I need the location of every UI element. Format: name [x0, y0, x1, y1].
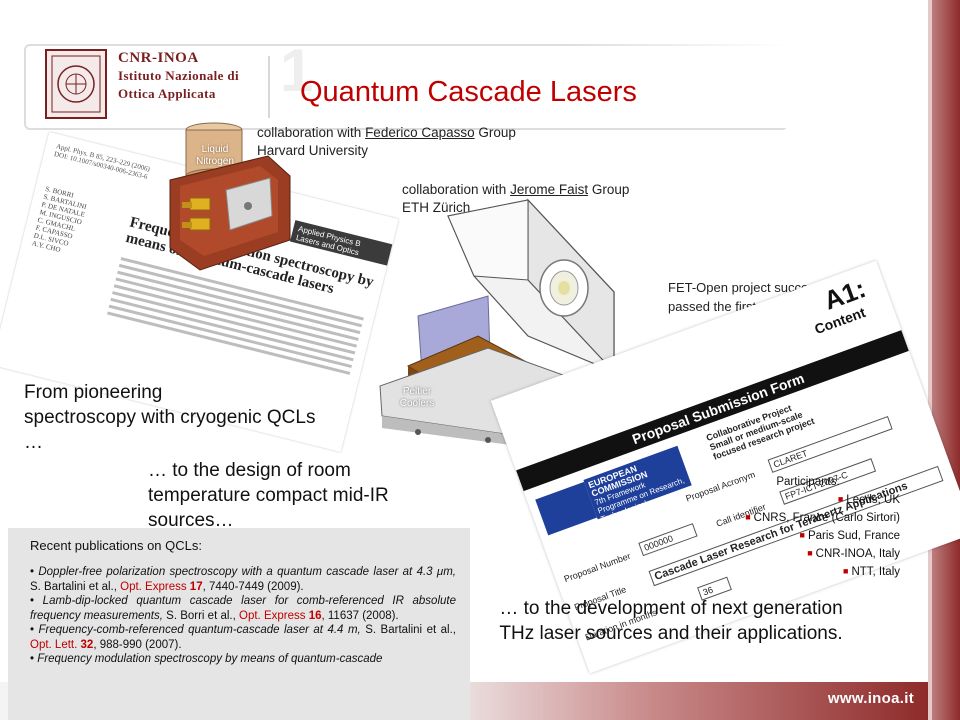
cryostat-illustration [169, 122, 291, 271]
participant-item: ■NTT, Italy [716, 563, 900, 581]
pub-journal[interactable]: Opt. Lett. [30, 638, 78, 651]
publication-item: • Doppler-free polarization spectroscopy… [30, 566, 456, 593]
participant-name: Paris Sud, France [807, 530, 900, 542]
collab-eth-institution: ETH Zürich [402, 200, 471, 215]
participants-list: Participants: ■Leeds, UK ■CNRS, France (… [716, 474, 900, 581]
room-temp-line-2: temperature compact mid-IR [148, 485, 389, 506]
pioneering-line-1: From pioneering [24, 382, 163, 403]
bullet-icon: ■ [807, 548, 813, 558]
header-fade [560, 44, 790, 128]
header-divider [268, 56, 270, 118]
participant-item: ■CNRS, France (Carlo Sirtori) [716, 509, 900, 527]
pub-title: Lamb-dip-locked quantum cascade laser fo… [30, 595, 456, 622]
slide-number: 1 [280, 37, 314, 104]
publication-item: • Lamb-dip-locked quantum cascade laser … [30, 595, 456, 622]
collab-harvard-link[interactable]: Federico Capasso [365, 125, 475, 140]
collab-eth-link[interactable]: Jerome Faist [510, 182, 589, 197]
pub-title: Frequency modulation spectroscopy by mea… [37, 653, 383, 665]
logo-line-2: Ottica Applicata [118, 86, 216, 101]
page-title: Quantum Cascade Lasers [300, 76, 637, 108]
bullet-icon: ■ [745, 512, 751, 522]
participants-header: Participants: [776, 476, 840, 488]
pub-pages: , 988-990 (2007). [93, 638, 182, 651]
pioneering-text: From pioneering spectroscopy with cryoge… [24, 380, 315, 455]
publications-box: Recent publications on QCLs: • Doppler-f… [8, 528, 470, 720]
number-label: Proposal Number [562, 550, 632, 585]
participant-item: ■Paris Sud, France [716, 527, 900, 545]
collab-prefix: collaboration with [402, 182, 511, 197]
participant-name: CNRS, France (Carlo Sirtori) [753, 512, 900, 524]
qcl-housing-illustration [379, 198, 615, 446]
pub-pages: , 11637 (2008). [321, 609, 399, 622]
pub-title: Doppler-free polarization spectroscopy w… [38, 566, 456, 578]
collab-harvard-institution: Harvard University [257, 143, 369, 158]
publication-item: • Frequency modulation spectroscopy by m… [30, 653, 383, 665]
inoa-seal-logo [45, 49, 107, 119]
pub-journal[interactable]: Opt. Express [120, 580, 187, 593]
collab-harvard: collaboration with Federico Capasso Grou… [257, 124, 516, 160]
collab-prefix: collaboration with [257, 125, 366, 140]
participant-name: Leeds, UK [846, 494, 900, 506]
collab-eth: collaboration with Jerome Faist Group ET… [402, 181, 629, 217]
bullet-icon: ■ [843, 566, 849, 576]
bullet-icon: ■ [837, 494, 844, 504]
collab-suffix: Group [588, 182, 630, 197]
cryostat-label: Liquid Nitrogen [196, 144, 234, 167]
room-temperature-text: … to the design of room temperature comp… [148, 458, 389, 533]
peltier-label: Peltier Coolers [399, 386, 435, 409]
pub-title: Frequency-comb-referenced quantum-cascad… [38, 624, 361, 636]
publication-item: • Frequency-comb-referenced quantum-casc… [30, 624, 456, 651]
pub-authors: S. Borri et al., [162, 609, 240, 622]
room-temp-line-1: … to the design of room [148, 460, 351, 481]
publications-title: Recent publications on QCLs: [30, 538, 202, 553]
pub-journal[interactable]: Opt. Express [239, 609, 306, 622]
thz-line-2: THz laser sources and their applications… [499, 623, 843, 644]
number-value: 000000 [638, 523, 698, 557]
pub-authors: S. Bartalini et al., [360, 624, 456, 636]
pub-pages: , 7440-7449 (2009). [202, 580, 304, 593]
pub-volume: 17 [189, 580, 203, 593]
logo-line-1: Istituto Nazionale di [118, 68, 240, 83]
paper-authors: S. BORRI S. BARTALINI P. DE NATALE M. IN… [31, 185, 90, 258]
thz-text: … to the development of next generation … [448, 596, 894, 646]
logo-title: CNR-INOA [118, 50, 199, 66]
footer-url[interactable]: www.inoa.it [827, 690, 914, 707]
room-temp-line-3: sources… [148, 510, 234, 531]
bullet-icon: ■ [799, 530, 805, 540]
pioneering-line-2: spectroscopy with cryogenic QCLs [24, 407, 316, 428]
participant-name: CNR-INOA, Italy [815, 548, 900, 560]
pioneering-line-3: … [24, 432, 43, 453]
thz-line-1: … to the development of next generation [499, 598, 843, 619]
pub-volume: 16 [308, 609, 322, 622]
right-decor-band [928, 0, 960, 720]
participant-name: NTT, Italy [851, 566, 900, 578]
pub-volume: 32 [80, 638, 94, 651]
participant-item: ■Leeds, UK [716, 491, 900, 509]
participant-item: ■CNR-INOA, Italy [716, 545, 900, 563]
logo-wordmark: CNR-INOA Istituto Nazionale di Ottica Ap… [118, 50, 239, 103]
collab-suffix: Group [474, 125, 516, 140]
pub-authors: S. Bartalini et al., [30, 580, 121, 593]
